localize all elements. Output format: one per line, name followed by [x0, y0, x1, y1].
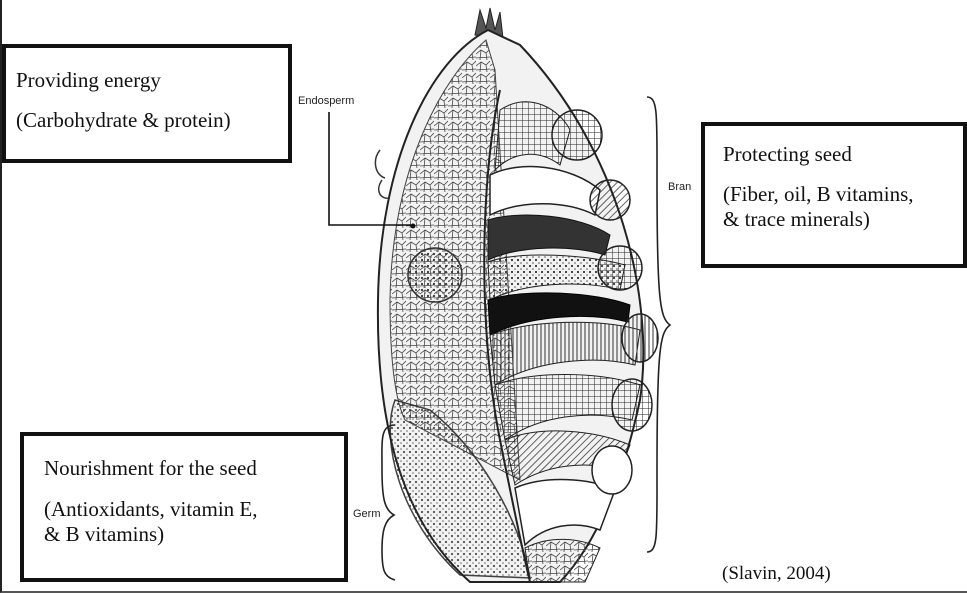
endosperm-label: Endosperm [298, 95, 354, 107]
energy-callout-box: Providing energy (Carbohydrate & protein… [2, 44, 292, 163]
energy-title: Providing energy [16, 68, 288, 93]
starch-granule [408, 248, 462, 302]
nourish-callout-box: Nourishment for the seed (Antioxidants, … [20, 432, 348, 582]
protect-detail-line2: & trace minerals) [723, 207, 963, 232]
protect-title: Protecting seed [723, 142, 963, 167]
nourish-detail-line2: & B vitamins) [44, 522, 344, 547]
nourish-detail-line1: (Antioxidants, vitamin E, [44, 497, 344, 522]
nourish-title: Nourishment for the seed [44, 456, 344, 481]
citation: (Slavin, 2004) [722, 563, 831, 585]
bran-label: Bran [668, 181, 691, 193]
germ-label: Germ [353, 508, 381, 520]
energy-detail: (Carbohydrate & protein) [16, 108, 288, 133]
protect-callout-box: Protecting seed (Fiber, oil, B vitamins,… [701, 122, 967, 268]
protect-detail-line1: (Fiber, oil, B vitamins, [723, 182, 963, 207]
